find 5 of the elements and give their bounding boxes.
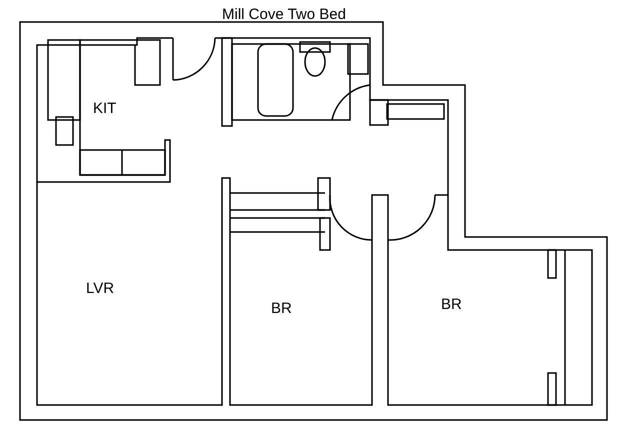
room-label: LVR bbox=[86, 280, 114, 297]
plan-title: Mill Cove Two Bed bbox=[222, 6, 346, 23]
room-label: BR bbox=[441, 296, 462, 313]
room-label: BR bbox=[271, 300, 292, 317]
room-label: KIT bbox=[93, 100, 116, 117]
